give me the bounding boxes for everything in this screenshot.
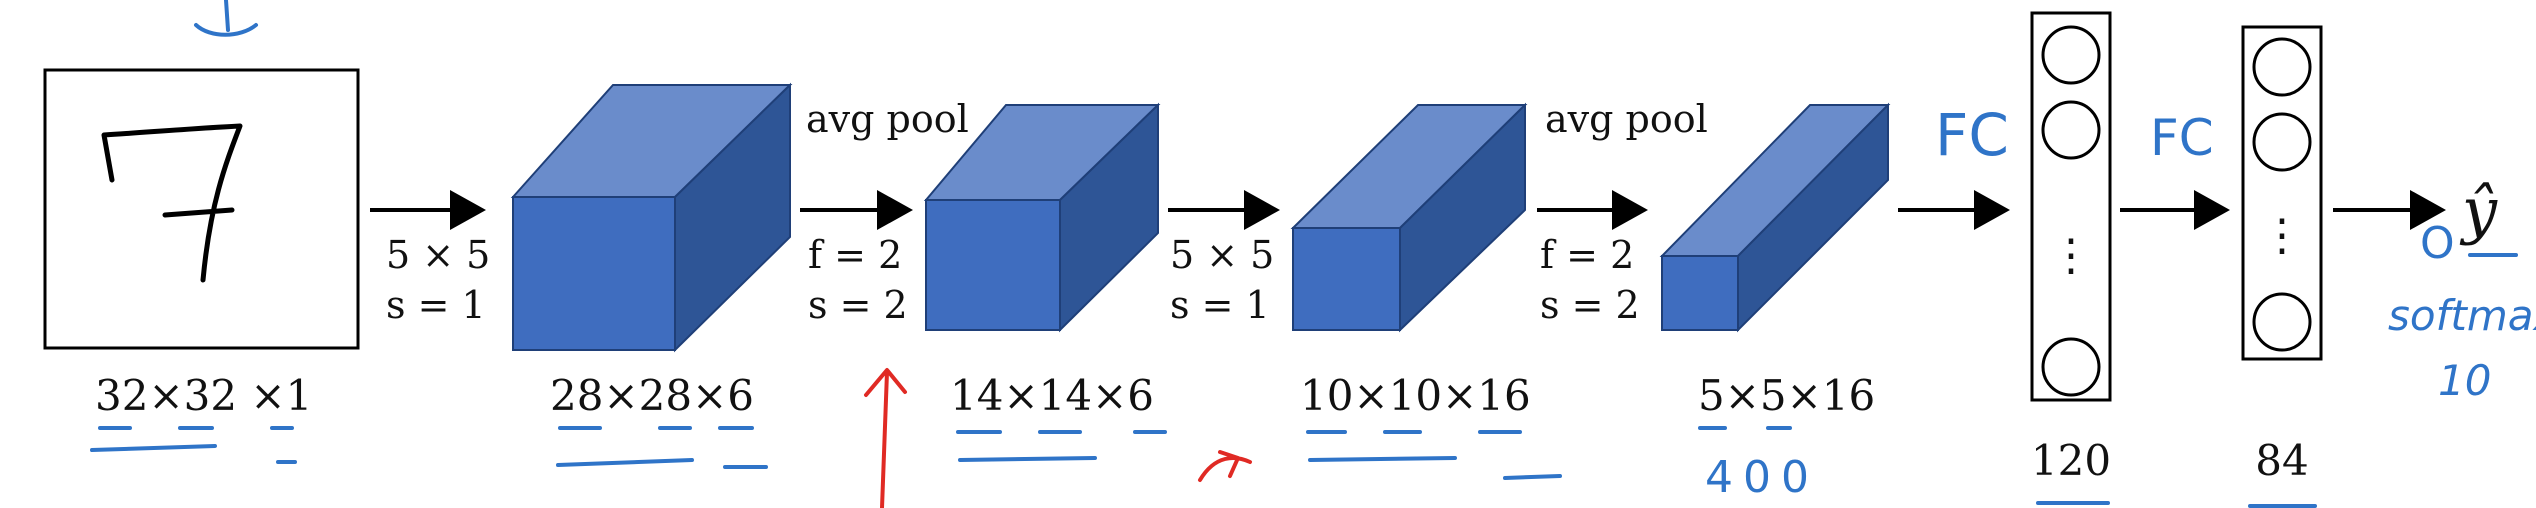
pool1-stride: s = 2 (808, 283, 908, 327)
fc2-neuron (2252, 37, 2312, 97)
conv2-stride: s = 1 (1170, 283, 1270, 327)
fc1-label: FC (1935, 101, 2009, 169)
fc1-ellipsis: ⋮ (2049, 230, 2093, 281)
blue-underlines (90, 426, 2317, 508)
fc-layer-120: ⋮ (2030, 11, 2112, 402)
volume-28x28x6 (510, 82, 793, 353)
cube2-front (925, 199, 1061, 331)
pool2-stride: s = 2 (1540, 283, 1640, 327)
fc2-label: FC (2150, 109, 2214, 167)
cube1-front (512, 196, 676, 351)
input-digit-seven (101, 123, 243, 283)
volume-10x10x16 (1290, 102, 1528, 333)
cube3-front (1292, 227, 1401, 331)
layer4-dims: 5×5×16 (1698, 371, 1875, 420)
pool2-filter: f = 2 (1540, 233, 1634, 277)
input-image-frame (43, 68, 360, 350)
fc2-ellipsis: ⋮ (2260, 210, 2304, 261)
pool2-name: avg pool (1545, 97, 1708, 141)
fc2-neuron (2252, 112, 2312, 172)
layer1-dims: 28×28×6 (550, 371, 754, 420)
red-pen-arrows (864, 368, 1252, 508)
fc2-size: 84 (2255, 436, 2308, 485)
layer2-dims: 14×14×6 (950, 371, 1154, 420)
softmax-count: 10 (2438, 356, 2491, 405)
conv1-stride: s = 1 (386, 283, 486, 327)
fc1-neuron (2041, 100, 2101, 160)
volume-5x5x16 (1659, 102, 1891, 333)
volume-14x14x6 (923, 102, 1161, 333)
output-y-hat: ŷ (2459, 174, 2498, 247)
flatten-size-400: 400 (1705, 452, 1819, 503)
softmax-circle-mark: O (2420, 218, 2455, 269)
pen-mark-top (194, 0, 258, 37)
fc1-neuron (2041, 337, 2101, 397)
conv2-filter: 5 × 5 (1170, 233, 1274, 277)
fc1-neuron (2041, 25, 2101, 85)
layer3-dims: 10×10×16 (1300, 371, 1531, 420)
pool1-filter: f = 2 (808, 233, 902, 277)
fc2-neuron (2252, 292, 2312, 352)
input-dims: 32×32 ×1 (95, 371, 312, 420)
conv1-filter: 5 × 5 (386, 233, 490, 277)
fc-layer-84: ⋮ (2241, 25, 2323, 361)
fc1-size: 120 (2031, 436, 2111, 485)
softmax-label: softmax (2388, 291, 2536, 340)
pool1-name: avg pool (806, 97, 969, 141)
fc1-box (2030, 11, 2112, 402)
cube4-front (1661, 255, 1739, 331)
